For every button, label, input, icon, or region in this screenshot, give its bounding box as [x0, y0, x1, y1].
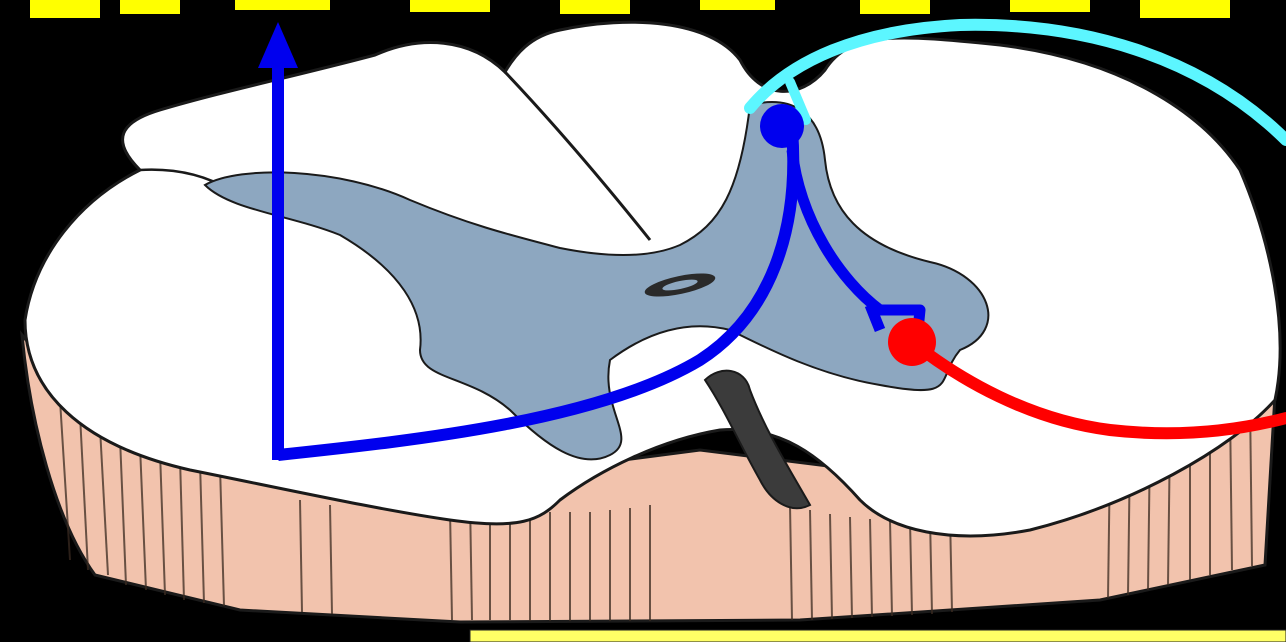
arrowhead-up-icon — [258, 22, 298, 68]
bottom-caption-banner — [470, 630, 1286, 642]
ventral-horn-neuron — [888, 318, 936, 366]
title-band-remnant — [30, 0, 1230, 18]
dorsal-horn-neuron — [760, 104, 804, 148]
